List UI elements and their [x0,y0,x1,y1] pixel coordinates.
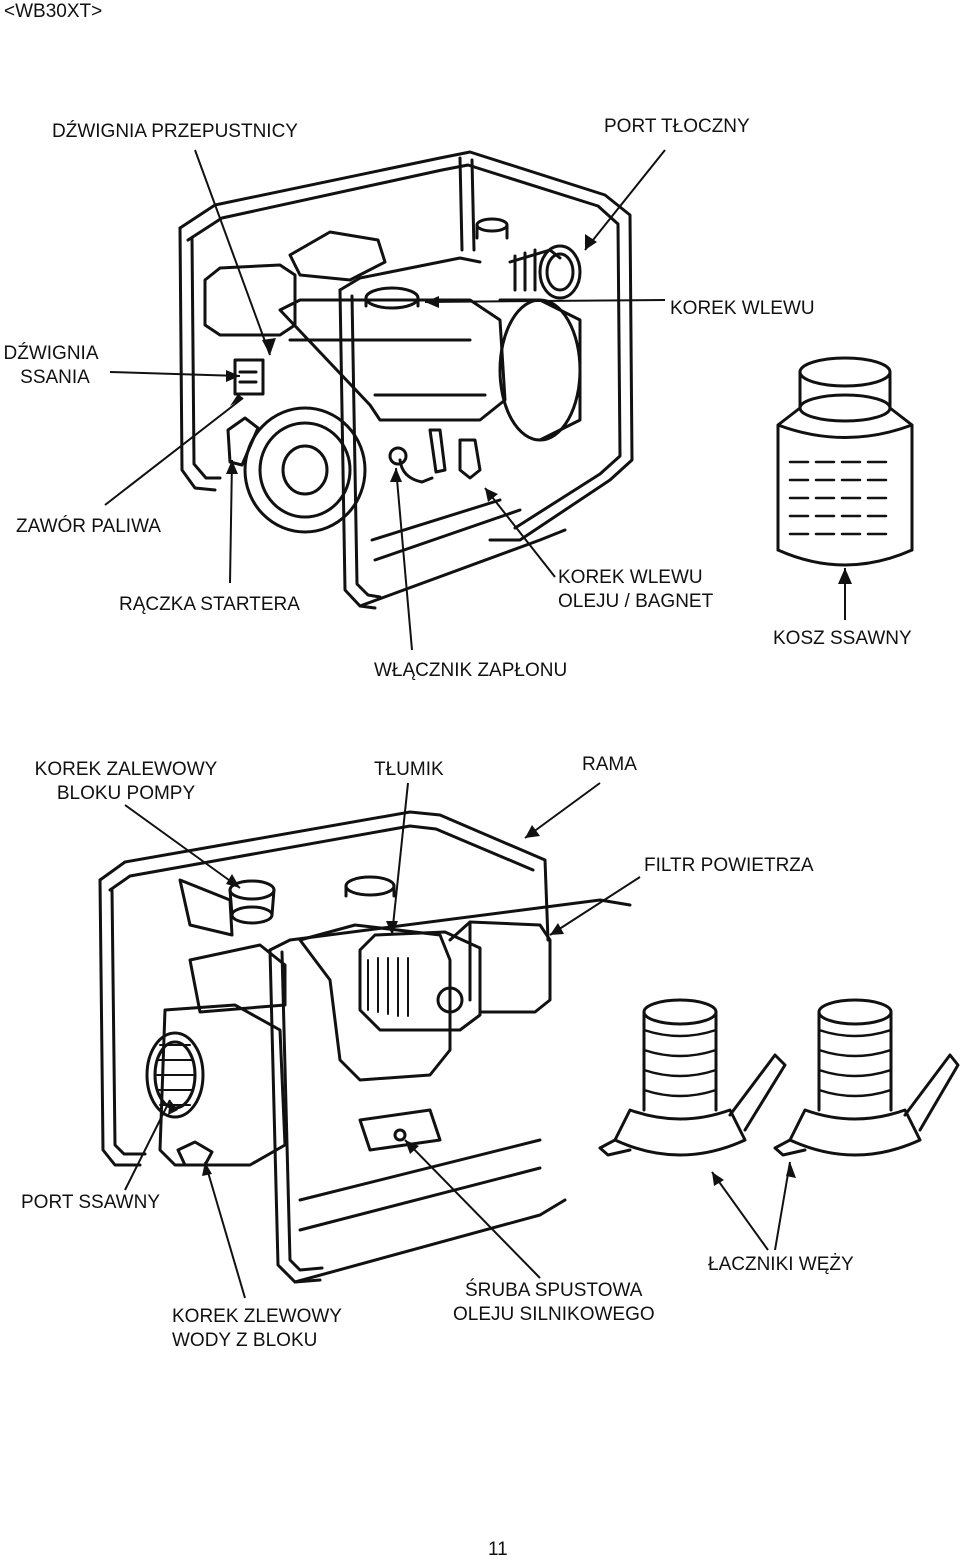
label-oil-cap-line2: OLEJU / BAGNET [558,591,714,612]
label-oil-cap: KOREK WLEWU OLEJU / BAGNET [558,566,713,614]
model-header: <WB30XT> [4,1,103,22]
label-water-drain-plug-line2: WODY Z BLOKU [172,1330,318,1351]
leader-arrowheads [168,234,852,1186]
label-muffler: TŁUMIK [374,759,444,780]
label-choke-lever-line2: SSANIA [20,367,90,388]
label-priming-cap: KOREK ZALEWOWY BLOKU POMPY [20,758,232,806]
label-fuel-valve: ZAWÓR PALIWA [16,516,161,537]
label-oil-drain-bolt: ŚRUBA SPUSTOWA OLEJU SILNIKOWEGO [453,1279,655,1325]
label-water-drain-plug-line1: KOREK ZLEWOWY [172,1306,342,1327]
label-priming-cap-line1: KOREK ZALEWOWY [34,759,218,780]
label-oil-cap-line1: KOREK WLEWU [558,567,703,588]
label-choke-lever-line1: DŹWIGNIA [3,343,99,364]
label-priming-cap-line2: BLOKU POMPY [56,783,196,804]
strainer-drawing [776,356,914,567]
label-suction-port: PORT SSAWNY [21,1192,161,1213]
label-fuel-cap: KOREK WLEWU [670,298,815,319]
label-water-drain-plug: KOREK ZLEWOWY WODY Z BLOKU [172,1305,342,1351]
page-number: 11 [488,1539,508,1560]
top-pump-drawing [178,150,634,610]
label-strainer: KOSZ SSAWNY [773,628,912,649]
label-throttle-lever: DŹWIGNIA PRZEPUSTNICY [52,121,298,142]
leader-lines [104,149,846,1299]
label-starter-grip: RĄCZKA STARTERA [119,594,300,615]
hose-connectors-drawing [598,998,960,1157]
label-ignition-switch: WŁĄCZNIK ZAPŁONU [374,660,568,681]
bottom-pump-drawing [98,810,632,1284]
label-oil-drain-bolt-line1: ŚRUBA SPUSTOWA [465,1280,643,1301]
label-discharge-port: PORT TŁOCZNY [604,116,750,137]
label-frame: RAMA [582,754,637,775]
label-hose-connectors: ŁACZNIKI WĘŻY [708,1254,854,1275]
label-choke-lever: DŹWIGNIA SSANIA [0,342,110,390]
label-oil-drain-bolt-line2: OLEJU SILNIKOWEGO [453,1304,655,1325]
label-air-filter: FILTR POWIETRZA [644,855,814,876]
